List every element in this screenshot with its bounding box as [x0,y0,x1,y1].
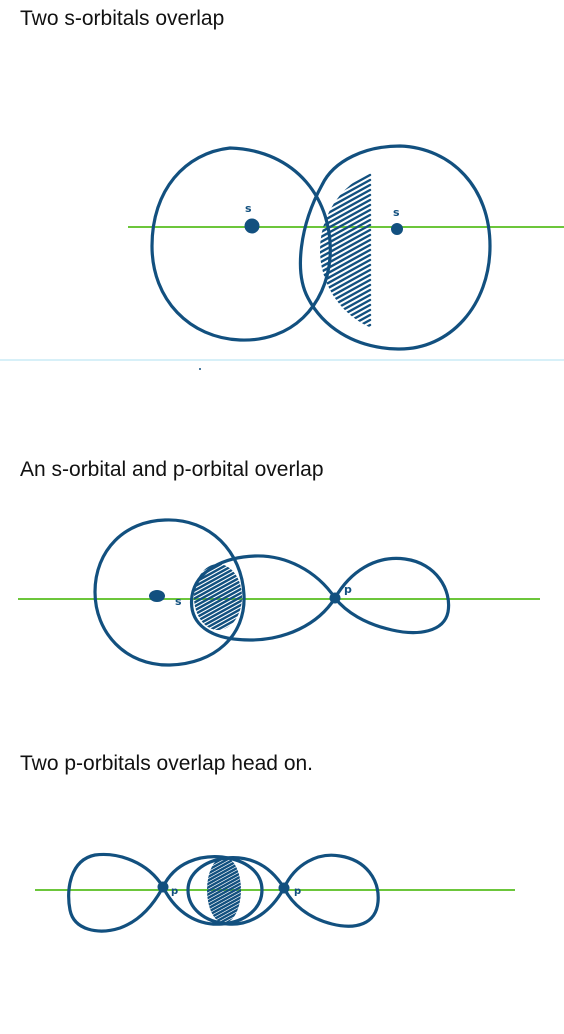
overlap-region-shading [270,100,372,395]
nucleus-dot [149,590,165,602]
hatch-stroke [320,298,372,335]
overlap-region-shading [200,820,248,955]
hatch-stroke [320,173,372,232]
hatch-stroke [200,929,248,955]
hatch-stroke [320,218,372,277]
hatch-stroke [320,328,372,335]
orbital-label-s: s [393,206,400,219]
hatch-stroke [320,243,372,302]
orbital-label-s: s [245,202,252,215]
nucleus-dot [329,592,341,604]
hatch-stroke [320,228,372,287]
s-p-overlap-diagram: s p [18,518,540,676]
hatch-stroke [320,165,372,177]
hatch-stroke [320,323,372,335]
hatch-stroke [320,258,372,317]
s-orbital-right [298,144,492,351]
hatch-stroke [194,574,242,613]
hatch-stroke [200,824,248,850]
hatch-stroke [320,165,372,207]
p-orbital-lobe-inner-left [161,855,264,926]
s-orbital-left [150,146,332,342]
p-orbital-lobe-inner-right [186,856,286,926]
nucleus-dot [157,881,169,893]
p-orbital-lobe-right [282,853,380,928]
orbital-label-s: s [175,595,182,608]
hatch-stroke [320,165,372,187]
hatch-stroke [185,640,250,676]
hatch-stroke [320,303,372,335]
hatch-stroke [200,925,248,951]
hatch-stroke [320,273,372,332]
p-orbital-lobe-left [67,852,165,933]
hatch-stroke [320,183,372,242]
orbital-label-p: p [294,886,301,897]
orbital-label-p: p [171,886,178,897]
hatch-stroke [320,178,372,237]
orbital-label-p: p [344,583,352,596]
hatch-stroke [320,288,372,335]
hatch-stroke [320,233,372,292]
hatch-stroke [270,105,370,160]
hatch-stroke [320,263,372,322]
hatch-stroke [320,193,372,252]
nucleus-dot [391,223,403,235]
hatch-stroke [320,248,372,307]
hatch-stroke [270,100,370,155]
hatch-stroke [320,223,372,282]
hatch-stroke [207,857,241,859]
hatch-stroke [320,208,372,267]
hatch-stroke [185,524,250,560]
hatch-stroke [185,636,250,672]
hatch-stroke [207,920,241,923]
nucleus-dot [244,218,260,234]
hatch-stroke [320,313,372,335]
hatch-stroke [194,602,242,630]
hatch-stroke [320,283,372,335]
hatch-stroke [320,318,372,335]
section-heading-s-s: Two s-orbitals overlap [20,7,225,30]
section-heading-p-p: Two p-orbitals overlap head on. [20,752,314,775]
hatch-stroke [320,213,372,272]
s-s-overlap-diagram: s s [0,144,564,370]
hatch-stroke [207,874,241,904]
hatch-stroke [320,253,372,312]
p-p-overlap-diagram: p p [35,852,515,933]
p-orbital-lobe-left [189,554,337,642]
hatch-stroke [320,238,372,297]
p-orbital-lobe-right [333,556,451,635]
section-heading-s-p: An s-orbital and p-orbital overlap [20,458,324,481]
hatch-stroke [320,268,372,327]
hatch-stroke [200,820,248,846]
hatch-stroke [194,626,242,630]
hatch-stroke [320,203,372,262]
hatch-stroke [320,198,372,257]
hatch-stroke [270,340,370,395]
hatch-stroke [320,165,372,182]
nucleus-dot [278,882,290,894]
hatch-stroke [320,308,372,335]
hatch-stroke [320,293,372,335]
hatch-stroke [200,827,248,853]
hatch-stroke [320,333,372,335]
hatch-stroke [320,278,372,335]
hatch-stroke [320,188,372,247]
stray-mark [199,368,201,370]
